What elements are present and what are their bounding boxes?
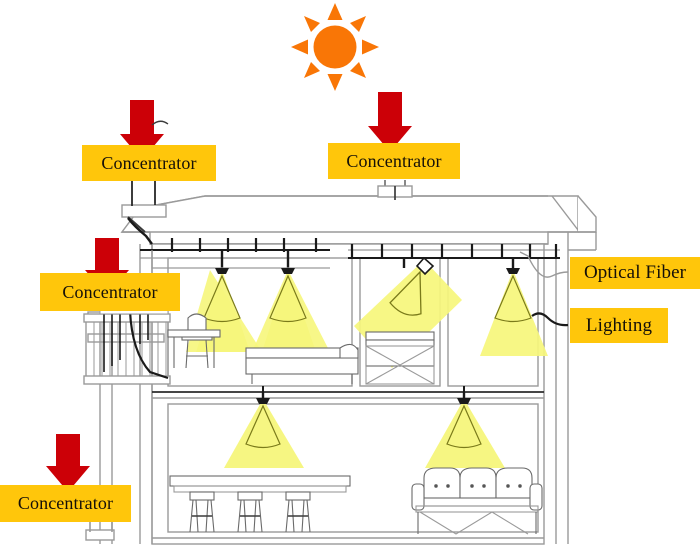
table-upper-left [167,329,221,368]
label-text: Concentrator [62,281,158,302]
arrow-top-center [368,92,412,152]
fiber-squiggle [151,120,169,126]
label-text: Concentrator [346,150,442,171]
arrow-bottom-left [46,434,90,492]
furniture-lower [169,467,543,535]
bar-stool-2 [237,491,263,533]
light-cones-lower-floor [224,399,505,468]
label-leader-lines [519,251,569,327]
lamp-2 [269,268,307,323]
sofa-upper-center [245,343,359,384]
lamp-6 [446,398,482,449]
label-concentrator-mid-left[interactable]: Concentrator [40,273,180,311]
lamp-4 [494,268,532,323]
label-optical-fiber[interactable]: Optical Fiber [570,257,700,289]
label-text: Lighting [585,314,653,336]
light-cone-4 [480,270,548,356]
optical-fiber-duct-upper [140,238,560,269]
light-cone-6 [425,399,505,468]
label-text: Concentrator [17,493,114,513]
label-concentrator-top-left[interactable]: Concentrator [82,145,216,181]
label-text: Concentrator [101,152,197,173]
bed-upper-right [365,331,435,385]
furniture-upper [167,313,435,385]
label-text: Optical Fiber [583,262,687,283]
light-cone-5 [224,399,304,468]
label-concentrator-top-center[interactable]: Concentrator [328,143,460,179]
sun-icon [291,3,379,91]
lamp-5 [245,398,281,449]
lamp-fixtures-lower [152,386,544,449]
bar-stool-1 [189,491,215,533]
label-lighting[interactable]: Lighting [570,308,668,343]
fiber-feed-lines [89,181,169,532]
optical-fiber-leader [519,251,569,278]
lamp-3-tilted [389,256,435,316]
couch-lower-right [411,467,543,535]
bar-stool-3 [285,491,311,533]
label-concentrator-bottom-left[interactable]: Concentrator [0,485,131,522]
lighting-leader [531,312,569,327]
